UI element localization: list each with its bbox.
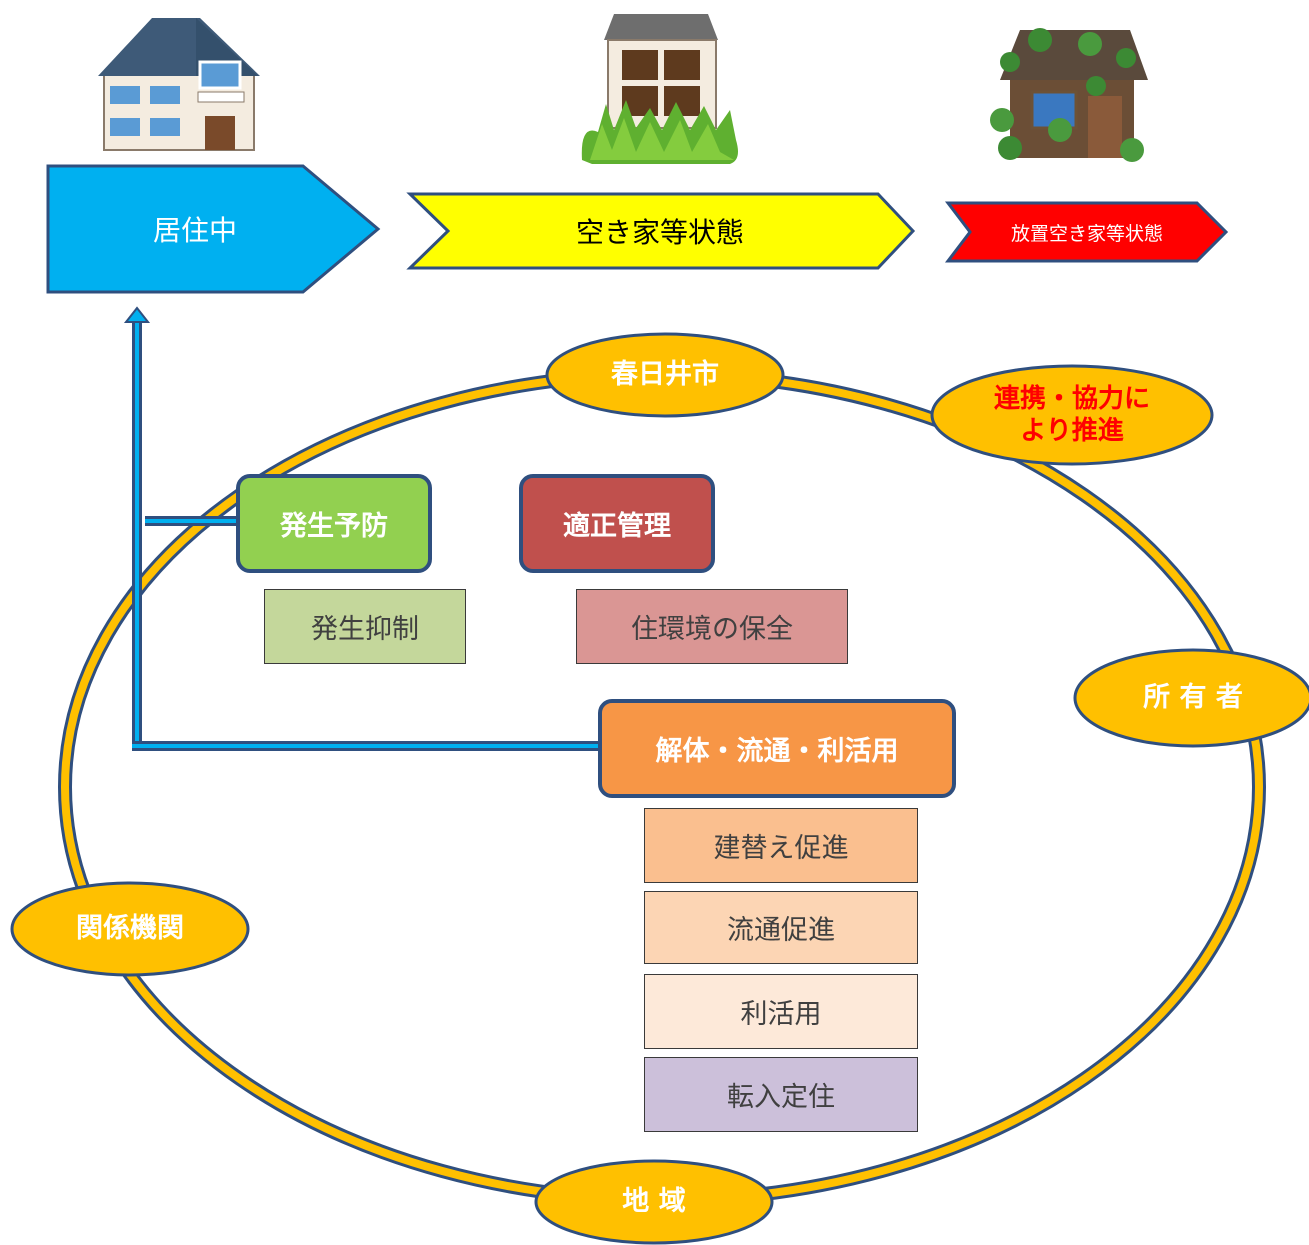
management-item: 住環境の保全 xyxy=(576,589,848,664)
abandoned-house-icon xyxy=(990,28,1148,162)
city-label: 春日井市 xyxy=(611,359,719,391)
owner-ellipse xyxy=(1073,648,1309,748)
cooperation-label: 連携・協力に より推進 xyxy=(993,383,1150,447)
utilization-header: 解体・流通・利活用 xyxy=(598,699,956,798)
prevention-header: 発生予防 xyxy=(236,474,432,573)
living-stage-arrow xyxy=(46,164,381,294)
neglected-stage-arrow xyxy=(944,201,1229,263)
return-flow-connector xyxy=(123,306,603,751)
management-header: 適正管理 xyxy=(519,474,715,573)
living-stage-label: 居住中 xyxy=(152,214,237,247)
occupied-house-icon xyxy=(98,18,260,151)
agencies-label: 関係機関 xyxy=(76,913,184,945)
vacant-stage-arrow xyxy=(406,192,916,270)
community-ellipse xyxy=(534,1159,774,1245)
cooperation-ellipse xyxy=(930,364,1214,466)
community-label: 地 域 xyxy=(622,1186,686,1218)
prevention-item: 発生抑制 xyxy=(264,589,466,664)
utilization-item-rebuild: 建替え促進 xyxy=(644,808,918,883)
neglected-stage-label: 放置空き家等状態 xyxy=(1010,222,1163,245)
utilization-item-reuse: 利活用 xyxy=(644,974,918,1049)
vacant-house-icon xyxy=(581,14,738,164)
city-ellipse xyxy=(545,332,785,418)
owner-label: 所 有 者 xyxy=(1143,682,1243,714)
utilization-item-distribution: 流通促進 xyxy=(644,891,918,964)
vacant-stage-label: 空き家等状態 xyxy=(575,216,744,249)
agencies-ellipse xyxy=(10,881,250,977)
utilization-item-settlement: 転入定住 xyxy=(644,1057,918,1132)
